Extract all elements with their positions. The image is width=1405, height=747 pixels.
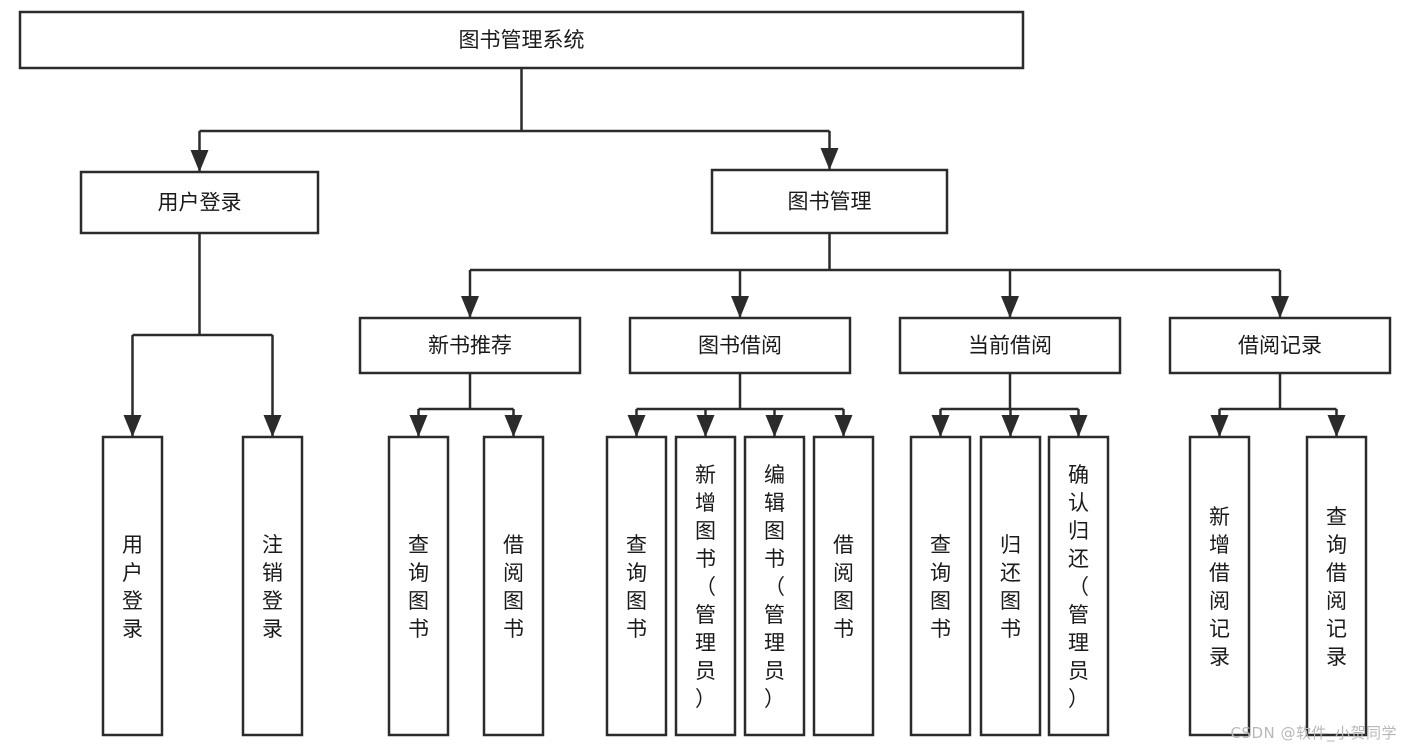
node-cur-query-book[interactable]: 查询图书 [909, 435, 972, 737]
arrow-head-icon [409, 415, 428, 437]
node-label-user-logout: 注销登录 [262, 533, 283, 641]
node-current-borrow[interactable]: 当前借阅 [898, 316, 1122, 375]
arrow-head-icon [834, 415, 853, 437]
node-label-new-book-rec: 新书推荐 [428, 334, 512, 358]
node-box-borrow-add-book[interactable] [674, 435, 737, 737]
node-book-manage[interactable]: 图书管理 [710, 168, 949, 235]
node-box-book-manage[interactable] [710, 168, 949, 235]
arrow-head-icon [820, 148, 839, 170]
node-label-cur-query-book: 查询图书 [930, 533, 951, 641]
node-label-borrow-query-book: 查询图书 [626, 533, 647, 641]
arrow-head-icon [123, 415, 142, 437]
arrow-head-icon [190, 150, 209, 172]
node-borrow-record[interactable]: 借阅记录 [1168, 316, 1392, 375]
arrow-head-icon [1210, 415, 1229, 437]
node-cur-confirm-return[interactable]: 确认归还（管理员） [1047, 435, 1110, 737]
node-new-book-rec[interactable]: 新书推荐 [358, 316, 582, 375]
arrow-head-icon [931, 415, 950, 437]
node-box-user-login-do[interactable] [101, 435, 164, 737]
arrow-head-icon [1001, 415, 1020, 437]
arrow-head-icon [627, 415, 646, 437]
arrow-head-icon [1271, 296, 1289, 318]
node-box-root[interactable] [18, 10, 1025, 70]
arrow-head-icon [461, 296, 479, 318]
node-rec-query-book[interactable]: 查询图书 [387, 435, 450, 737]
arrow-head-icon [263, 415, 282, 437]
node-label-root: 图书管理系统 [459, 28, 585, 52]
node-box-current-borrow[interactable] [898, 316, 1122, 375]
node-label-cur-confirm-return: 确认归还（管理员） [1068, 463, 1089, 711]
node-box-new-book-rec[interactable] [358, 316, 582, 375]
node-box-cur-return-book[interactable] [979, 435, 1042, 737]
node-label-rec-borrow-book: 借阅图书 [503, 533, 524, 641]
node-root[interactable]: 图书管理系统 [18, 10, 1025, 70]
node-cur-return-book[interactable]: 归还图书 [979, 435, 1042, 737]
arrow-head-icon [765, 415, 784, 437]
node-label-current-borrow: 当前借阅 [968, 334, 1052, 358]
node-label-borrow-borrow-book: 借阅图书 [833, 533, 854, 641]
node-borrow-borrow-book[interactable]: 借阅图书 [812, 435, 875, 737]
arrow-head-icon [696, 415, 715, 437]
node-rec-borrow-book[interactable]: 借阅图书 [482, 435, 545, 737]
node-box-borrow-query-book[interactable] [605, 435, 668, 737]
node-box-cur-query-book[interactable] [909, 435, 972, 737]
node-rec-add-record[interactable]: 新增借阅记录 [1188, 435, 1251, 737]
arrow-head-icon [731, 296, 749, 318]
node-box-rec-query-record[interactable] [1305, 435, 1368, 737]
node-label-borrow-add-book: 新增图书（管理员） [695, 463, 716, 711]
arrow-head-icon [1327, 415, 1346, 437]
node-user-logout[interactable]: 注销登录 [241, 435, 304, 737]
node-label-rec-add-record: 新增借阅记录 [1209, 505, 1230, 669]
connectors-layer [123, 68, 1346, 437]
nodes-layer: 图书管理系统用户登录用户登录注销登录图书管理新书推荐查询图书借阅图书图书借阅查询… [18, 10, 1392, 737]
arrow-head-icon [1069, 415, 1088, 437]
node-label-borrow-edit-book: 编辑图书（管理员） [764, 463, 785, 711]
node-box-book-borrow[interactable] [628, 316, 852, 375]
node-label-user-login: 用户登录 [158, 191, 242, 215]
node-box-user-logout[interactable] [241, 435, 304, 737]
node-box-borrow-borrow-book[interactable] [812, 435, 875, 737]
node-box-borrow-edit-book[interactable] [743, 435, 806, 737]
node-user-login[interactable]: 用户登录 [79, 170, 320, 235]
node-label-cur-return-book: 归还图书 [1000, 533, 1021, 641]
node-box-cur-confirm-return[interactable] [1047, 435, 1110, 737]
node-box-rec-add-record[interactable] [1188, 435, 1251, 737]
node-box-rec-query-book[interactable] [387, 435, 450, 737]
node-box-user-login[interactable] [79, 170, 320, 235]
arrow-head-icon [504, 415, 523, 437]
csdn-watermark: CSDN @软件_小贺同学 [1230, 724, 1397, 742]
node-user-login-do[interactable]: 用户登录 [101, 435, 164, 737]
arrow-head-icon [1001, 296, 1019, 318]
node-borrow-edit-book[interactable]: 编辑图书（管理员） [743, 435, 806, 737]
node-label-rec-query-record: 查询借阅记录 [1326, 505, 1347, 669]
node-rec-query-record[interactable]: 查询借阅记录 [1305, 435, 1368, 737]
node-book-borrow[interactable]: 图书借阅 [628, 316, 852, 375]
node-label-rec-query-book: 查询图书 [408, 533, 429, 641]
node-label-user-login-do: 用户登录 [122, 533, 143, 641]
node-borrow-add-book[interactable]: 新增图书（管理员） [674, 435, 737, 737]
node-label-borrow-record: 借阅记录 [1238, 334, 1322, 358]
node-box-borrow-record[interactable] [1168, 316, 1392, 375]
node-borrow-query-book[interactable]: 查询图书 [605, 435, 668, 737]
node-box-rec-borrow-book[interactable] [482, 435, 545, 737]
node-label-book-manage: 图书管理 [788, 190, 872, 214]
node-label-book-borrow: 图书借阅 [698, 334, 782, 358]
